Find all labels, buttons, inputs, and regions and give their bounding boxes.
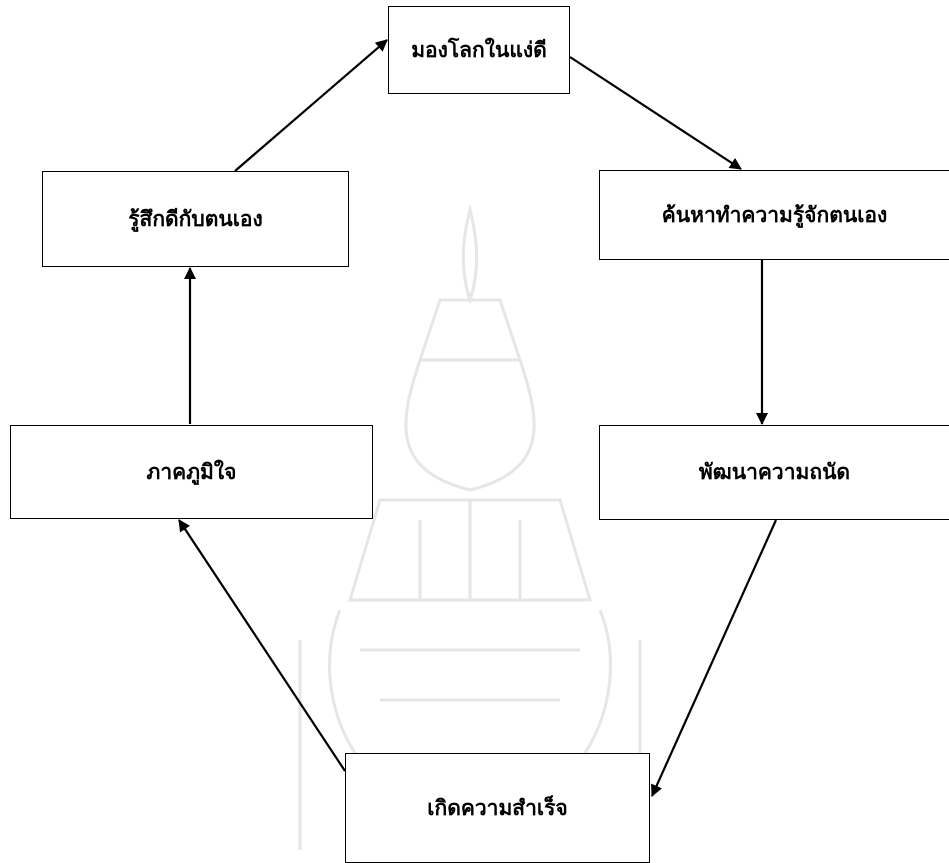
node-pride: ภาคภูมิใจ [10, 425, 373, 519]
node-success-label: เกิดความสำเร็จ [427, 794, 568, 820]
node-develop-aptitude: พัฒนาความถนัด [599, 425, 949, 520]
arrow-bottom-to-left-lower [178, 519, 346, 772]
node-optimism: มองโลกในแง่ดี [388, 6, 570, 94]
node-self-discovery-label: ค้นหาทำความรู้จักตนเอง [661, 201, 888, 227]
node-develop-aptitude-label: พัฒนาความถนัด [698, 459, 851, 484]
node-feel-good-about-self: รู้สึกดีกับตนเอง [42, 171, 349, 267]
arrow-right-lower-to-bottom [650, 519, 778, 797]
arrow-top-to-right-upper [569, 56, 742, 170]
node-optimism-label: มองโลกในแง่ดี [411, 36, 547, 62]
arrow-left-upper-to-top [234, 39, 388, 172]
node-pride-label: ภาคภูมิใจ [146, 458, 237, 484]
node-success: เกิดความสำเร็จ [345, 753, 650, 863]
node-feel-good-about-self-label: รู้สึกดีกับตนเอง [128, 205, 263, 231]
node-self-discovery: ค้นหาทำความรู้จักตนเอง [599, 170, 949, 260]
